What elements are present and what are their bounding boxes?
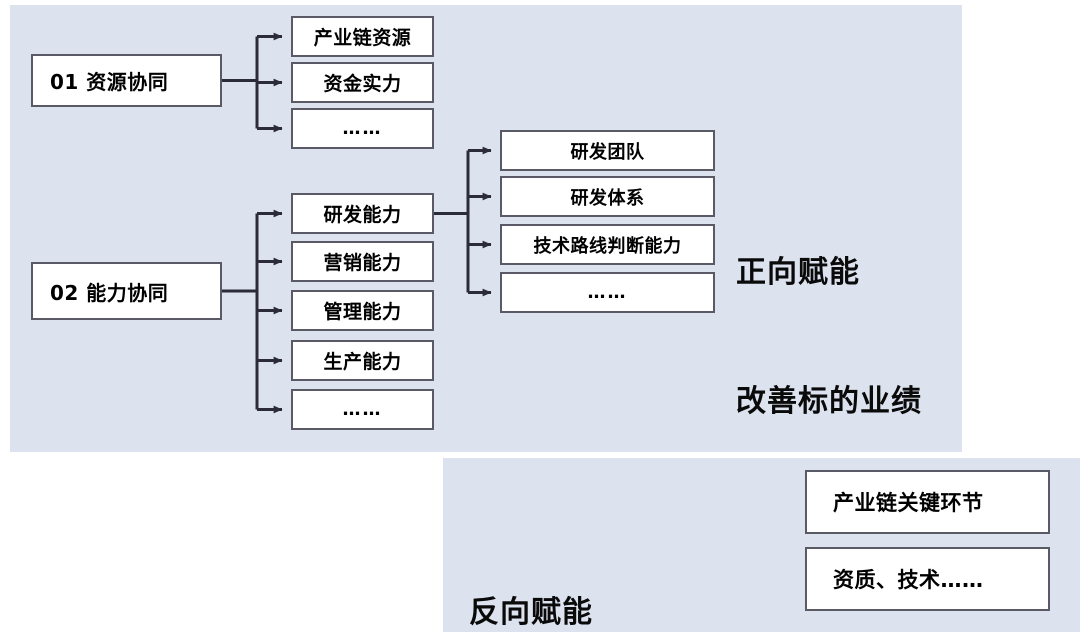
node-branch02-more[interactable]: …… [291, 389, 434, 430]
node-capital-strength[interactable]: 资金实力 [291, 62, 434, 103]
node-branch01-more[interactable]: …… [291, 108, 434, 149]
node-qualification-technology[interactable]: 资质、技术…… [805, 547, 1050, 611]
callout-reverse-empowerment: 反向赋能 助力上市公司 [469, 505, 655, 632]
node-rd-more[interactable]: …… [500, 272, 715, 313]
callout-forward-empowerment: 正向赋能 改善标的业绩 [736, 165, 922, 509]
node-rd-team[interactable]: 研发团队 [500, 130, 715, 171]
node-industry-chain-resources[interactable]: 产业链资源 [291, 16, 434, 57]
node-rd-capability[interactable]: 研发能力 [291, 193, 434, 234]
callout-forward-line2: 改善标的业绩 [736, 384, 922, 419]
node-industry-chain-key-link[interactable]: 产业链关键环节 [805, 470, 1050, 534]
node-rd-system[interactable]: 研发体系 [500, 176, 715, 217]
root-node-02[interactable]: 02 能力协同 [31, 262, 222, 320]
root-node-01[interactable]: 01 资源协同 [31, 54, 222, 107]
node-management-capability[interactable]: 管理能力 [291, 290, 434, 331]
callout-reverse-line1: 反向赋能 [469, 595, 593, 630]
node-production-capability[interactable]: 生产能力 [291, 340, 434, 381]
callout-forward-line1: 正向赋能 [736, 255, 860, 290]
node-tech-roadmap-judgement[interactable]: 技术路线判断能力 [500, 224, 715, 265]
node-marketing-capability[interactable]: 营销能力 [291, 241, 434, 282]
